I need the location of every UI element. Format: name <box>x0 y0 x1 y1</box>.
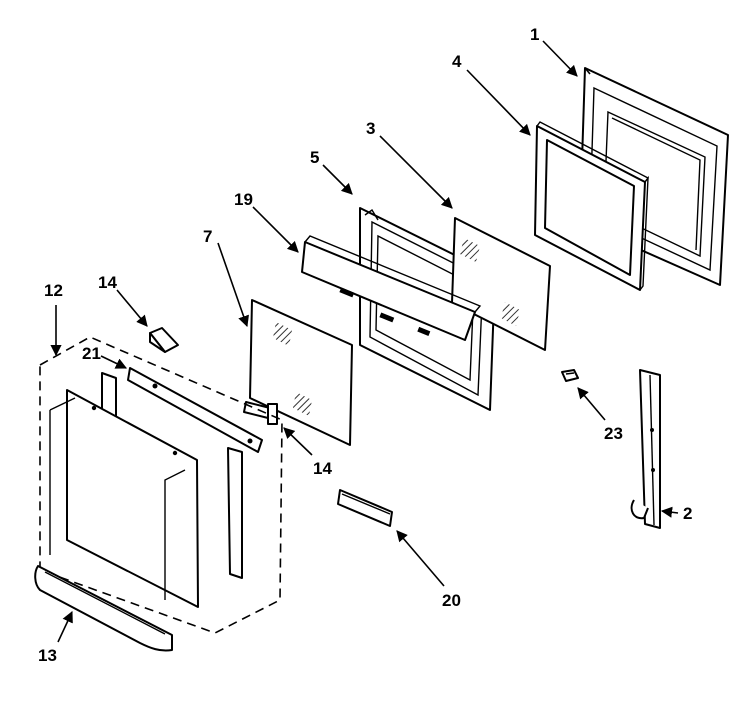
label-part-12: 12 <box>44 281 63 300</box>
label-part-3: 3 <box>366 119 375 138</box>
part-7-inner-glass <box>249 299 353 446</box>
part-19-heat-shield <box>301 235 482 341</box>
label-part-7: 7 <box>203 227 212 246</box>
part-21-channel-strip <box>127 367 263 453</box>
label-part-20: 20 <box>442 591 461 610</box>
label-part-19: 19 <box>234 190 253 209</box>
label-part-1: 1 <box>530 25 539 44</box>
door-side-strips <box>101 372 243 579</box>
part-23-small-clip <box>561 369 579 382</box>
part-13-door-handle <box>34 565 173 652</box>
part-12-outer-door-panel <box>49 389 199 608</box>
part-4-door-frame <box>534 121 650 291</box>
part-3-glass-pane <box>451 217 551 351</box>
part-2-hinge <box>630 369 661 529</box>
label-part-23: 23 <box>604 424 623 443</box>
part-20-bottom-vent <box>337 489 393 527</box>
label-part-14-lower: 14 <box>313 459 332 478</box>
label-part-2: 2 <box>683 504 692 523</box>
leader-lines <box>50 40 679 643</box>
label-part-4: 4 <box>452 52 462 71</box>
part-14-clip-upper <box>149 327 179 353</box>
label-part-21: 21 <box>82 344 101 363</box>
label-part-13: 13 <box>38 646 57 665</box>
label-part-14-upper: 14 <box>98 273 117 292</box>
label-part-5: 5 <box>310 148 319 167</box>
